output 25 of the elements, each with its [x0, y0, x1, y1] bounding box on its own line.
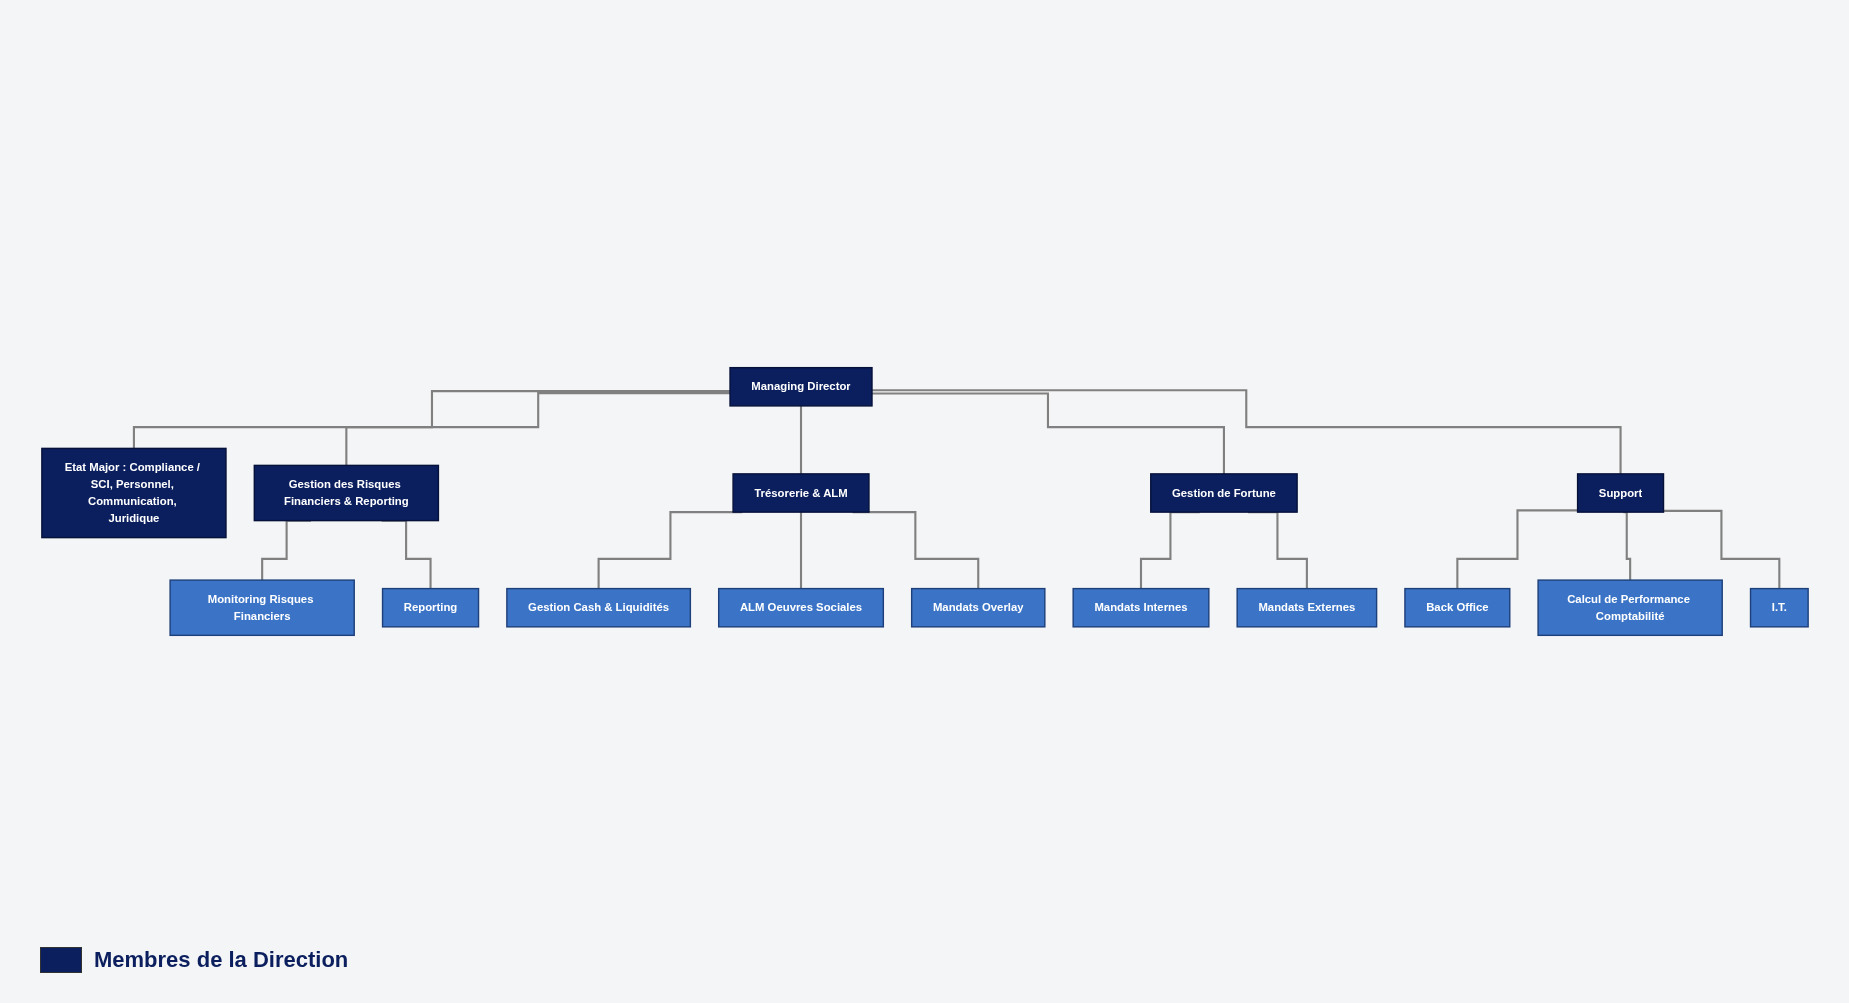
node-box: Trésorerie & ALM	[731, 473, 870, 513]
node-box: Mandats Internes	[1071, 587, 1210, 628]
node-box: Gestion des Risques Financiers & Reporting	[253, 464, 439, 522]
node-box: Etat Major : Compliance / SCI, Personnel, Communication, Juridique	[40, 447, 227, 539]
node-box: Mandats Externes	[1235, 587, 1377, 628]
connector	[132, 390, 730, 450]
node-box: I.T.	[1749, 587, 1809, 628]
node-box: Gestion de Fortune	[1149, 473, 1298, 513]
node-box: Mandats Overlay	[910, 587, 1046, 628]
connector	[799, 404, 802, 475]
node-box: Back Office	[1403, 587, 1510, 628]
connector	[799, 511, 802, 590]
node-box: Calcul de Performance Comptabilité	[1536, 579, 1723, 637]
connector	[871, 392, 1225, 475]
legend-text: Membres de la Direction	[94, 947, 349, 973]
connector	[871, 389, 1622, 475]
connector	[1663, 509, 1780, 590]
node-box: Managing Director	[728, 366, 873, 407]
node-box: Monitoring Risques Financiers	[168, 579, 355, 637]
connector	[1455, 509, 1578, 590]
connector	[344, 392, 730, 467]
node-box: Reporting	[381, 587, 479, 628]
node-box: Gestion Cash & Liquidités	[505, 587, 691, 628]
node-box: ALM Oeuvres Sociales	[717, 587, 884, 628]
node-box: Support	[1576, 473, 1664, 513]
